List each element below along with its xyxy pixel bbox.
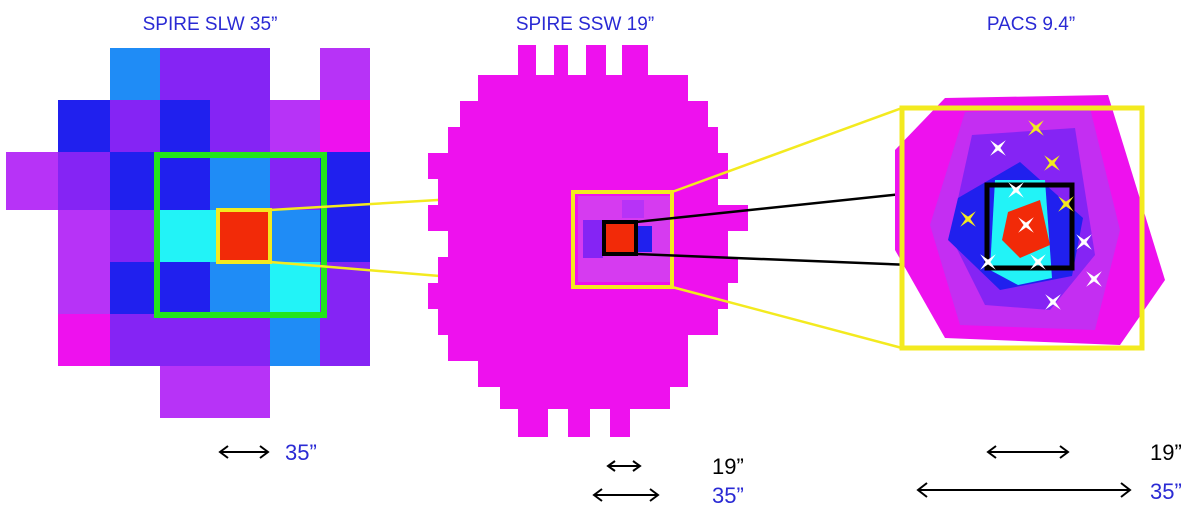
white-star-marker (1076, 234, 1092, 250)
scale-label-slw-35: 35” (285, 440, 317, 465)
white-star-marker (1018, 217, 1034, 233)
scale-arrow-ssw-19 (606, 460, 642, 472)
ssw-black-box (602, 220, 638, 256)
scale-label-pacs-19: 19” (1150, 440, 1182, 465)
pacs-white-star-markers (980, 140, 1102, 310)
connector-ssw-pacs-yellow-bottom (671, 285, 903, 350)
scale-arrow-pacs-19 (986, 445, 1070, 459)
scale-arrow-pacs-35 (916, 482, 1132, 498)
scale-label-ssw-35: 35” (712, 483, 744, 508)
ssw-white-gaps (536, 45, 648, 437)
scale-label-ssw-19: 19” (712, 454, 744, 479)
pacs-yellow-star-markers (960, 120, 1074, 227)
white-star-marker (1045, 294, 1061, 310)
slw-green-box (154, 152, 327, 318)
pacs-yellow-box (899, 105, 1145, 351)
white-star-marker (1086, 271, 1102, 287)
yellow-star-marker (1028, 120, 1044, 136)
yellow-star-marker (960, 211, 976, 227)
yellow-star-marker (1058, 196, 1074, 212)
title-pacs: PACS 9.4” (987, 14, 1075, 35)
white-star-marker (990, 140, 1006, 156)
scale-arrow-slw-35 (218, 445, 270, 459)
pacs-black-box (984, 182, 1075, 271)
slw-pixel-map (6, 48, 370, 418)
ssw-center-pixels (578, 196, 670, 282)
title-ssw: SPIRE SSW 19” (516, 14, 654, 35)
white-star-marker (1030, 254, 1046, 270)
white-star-marker (980, 254, 996, 270)
scale-arrow-ssw-35 (592, 488, 660, 502)
ssw-yellow-box (571, 190, 674, 289)
connector-ssw-pacs-yellow-top (671, 106, 903, 194)
slw-yellow-box (216, 208, 272, 264)
scale-label-pacs-35: 35” (1150, 479, 1182, 504)
yellow-star-marker (1044, 155, 1060, 171)
title-slw: SPIRE SLW 35” (143, 14, 278, 35)
white-star-marker (1008, 182, 1024, 198)
